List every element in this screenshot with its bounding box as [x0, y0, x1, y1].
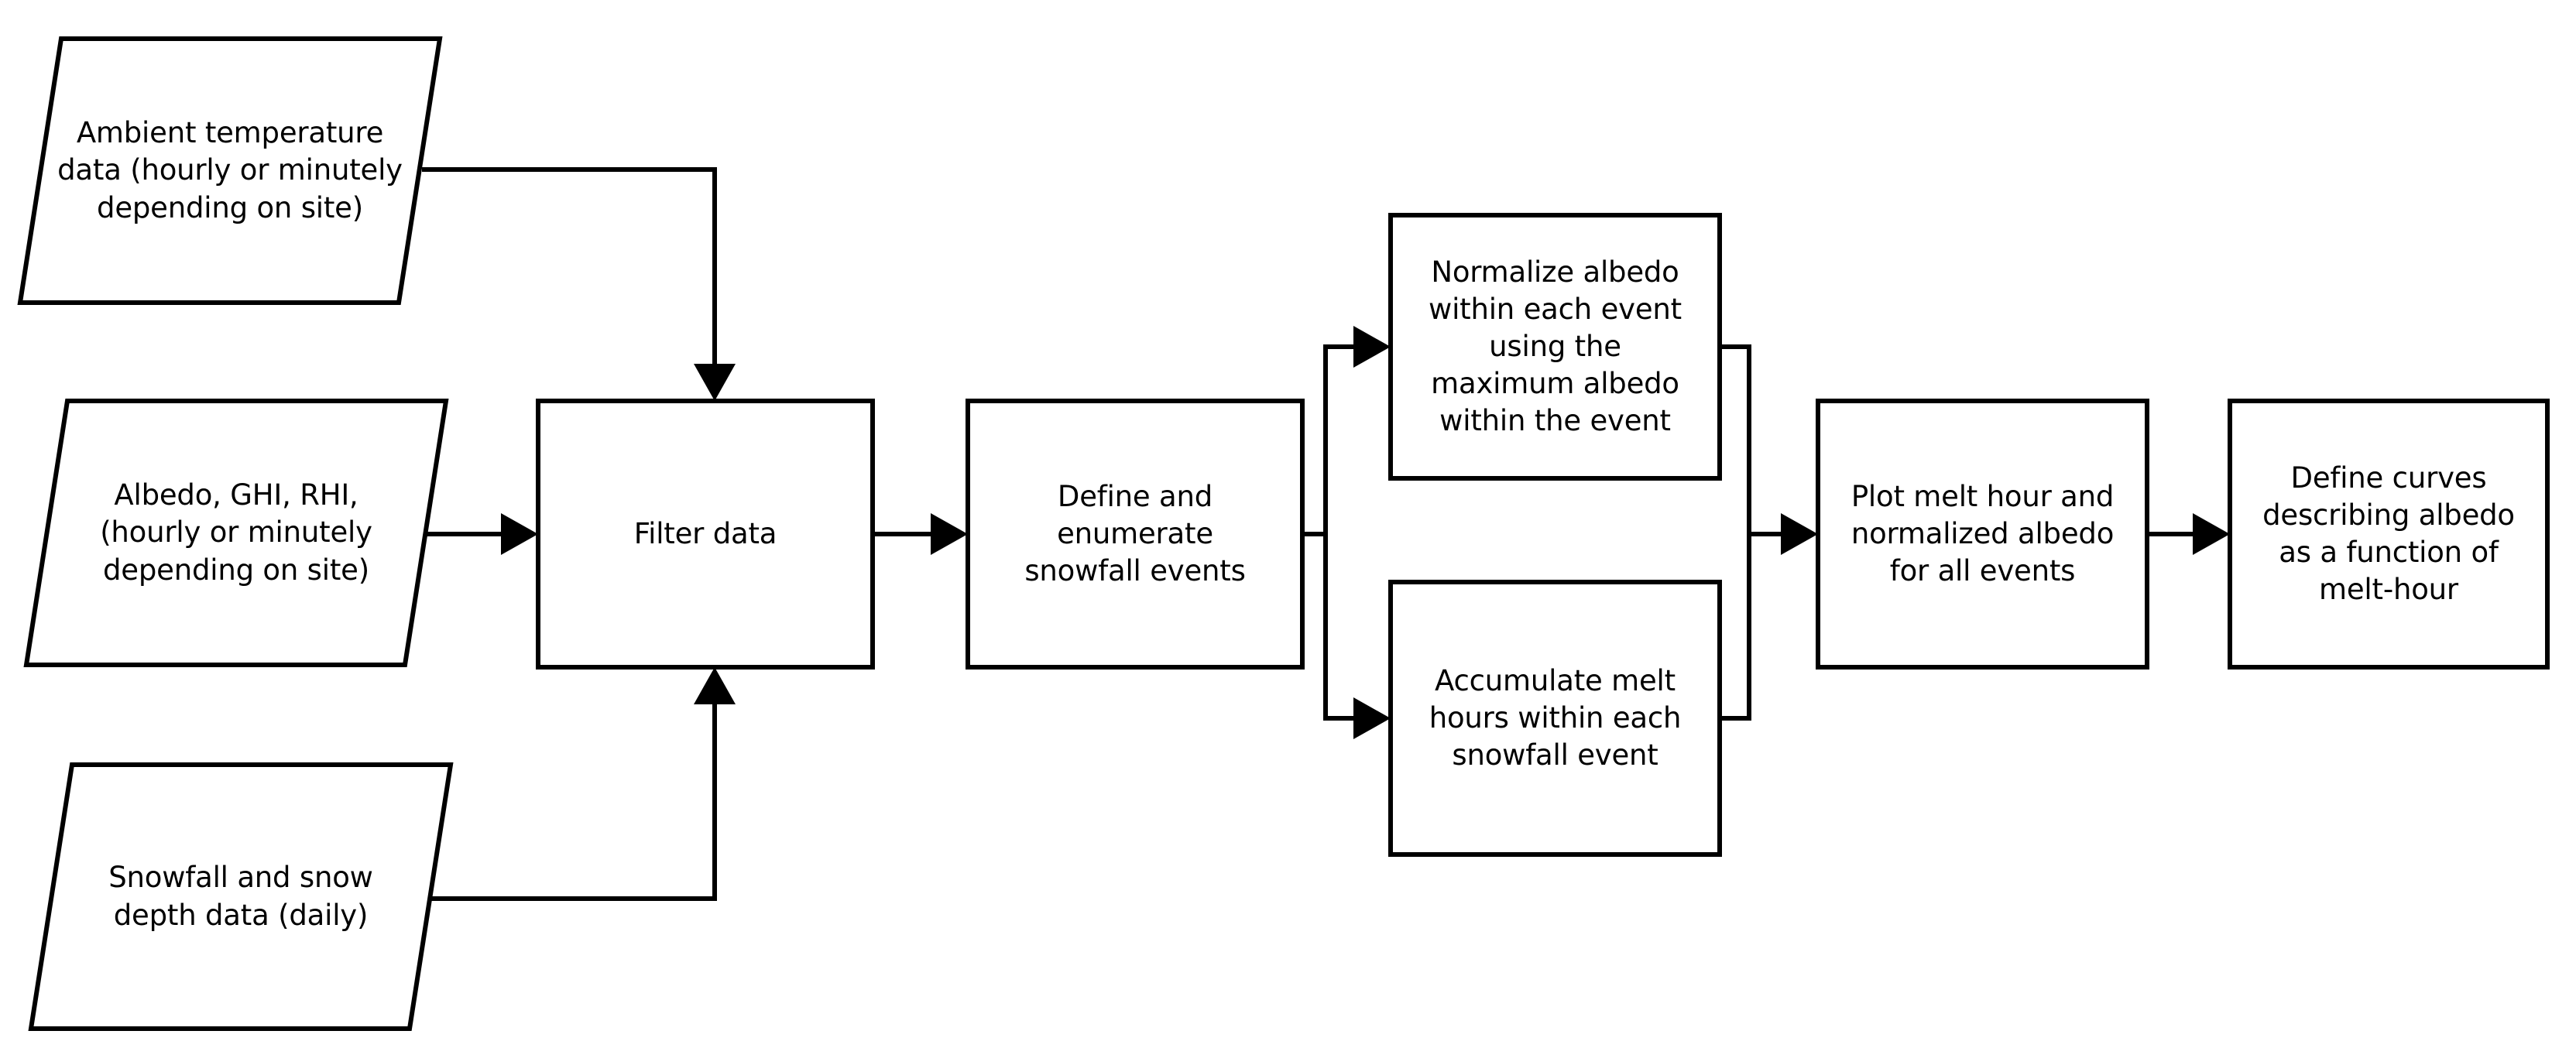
- node-plot-melt-hour-normalized-albedo[interactable]: [1816, 399, 2149, 670]
- node-accumulate-melt-hours[interactable]: [1388, 580, 1722, 857]
- node-normalize-albedo[interactable]: [1388, 213, 1722, 481]
- edge-snowfall-to-filter: [431, 667, 736, 901]
- node-filter-data[interactable]: [536, 399, 875, 670]
- edge-accumulate-to-plot: [1720, 513, 1818, 721]
- node-ambient-temperature-data[interactable]: [17, 36, 443, 305]
- node-albedo-ghi-rhi-data[interactable]: [23, 399, 449, 667]
- node-snowfall-snow-depth-data[interactable]: [28, 762, 454, 1031]
- edge-filter-to-define-enumerate: [873, 513, 968, 555]
- edge-define-enumerate-to-accumulate: [1323, 534, 1391, 739]
- edge-ambient-to-filter: [422, 167, 736, 401]
- edge-normalize-to-plot: [1720, 344, 1795, 536]
- node-define-curves-albedo-melt-hour[interactable]: [2228, 399, 2550, 670]
- edge-albedo-to-filter: [427, 513, 538, 555]
- node-define-enumerate-snowfall-events[interactable]: [966, 399, 1305, 670]
- edge-define-enumerate-to-normalize: [1302, 326, 1391, 536]
- edge-plot-to-define-curves: [2147, 513, 2230, 555]
